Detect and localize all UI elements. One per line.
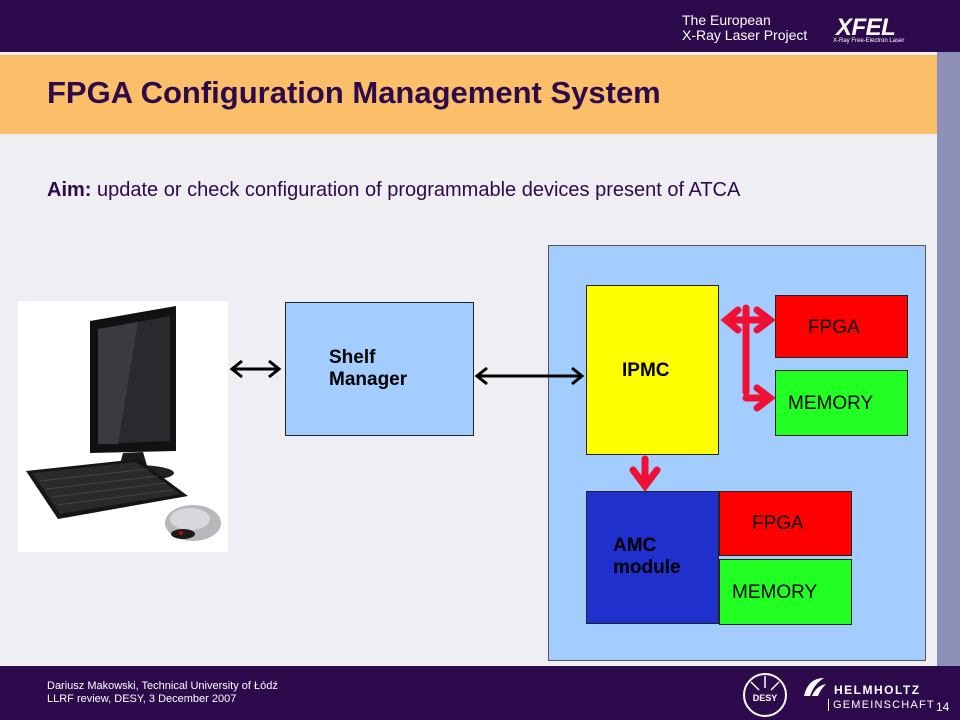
aim-statement: Aim: update or check configuration of pr…: [47, 179, 937, 202]
shelf-manager-label-line-2: Manager: [329, 369, 408, 390]
aim-text: update or check configuration of program…: [91, 179, 741, 201]
xfel-logo-subtext: X-Ray Free-Electron Laser: [833, 38, 905, 44]
memory-top-label: MEMORY: [788, 393, 874, 414]
arrow-computer-shelf: [229, 359, 282, 379]
title-band: [0, 55, 937, 134]
desy-logo-text: DESY: [753, 693, 778, 703]
helmholtz-logo-icon: [804, 678, 826, 696]
computer-image: [18, 301, 228, 552]
shelf-manager-label-line-1: Shelf: [329, 347, 376, 368]
memory-top-box: [775, 370, 908, 436]
amc-module-label-line-2: module: [613, 557, 681, 578]
gemeinschaft-logo-text: GEMEINSCHAFT: [828, 699, 935, 711]
xfel-logo: XFEL: [836, 14, 896, 41]
computer-icon: [26, 306, 221, 541]
slide-title: FPGA Configuration Management System: [47, 75, 661, 110]
footer-author: Dariusz Makowski, Technical University o…: [47, 680, 278, 692]
org-line-1: The European: [682, 12, 771, 28]
organization-name: The European X-Ray Laser Project: [682, 13, 807, 43]
amc-module-label: AMC module: [613, 535, 681, 579]
header-bar: [0, 0, 960, 52]
memory-bottom-box: [719, 559, 852, 625]
fpga-top-box: [775, 295, 908, 358]
fpga-top-label: FPGA: [808, 317, 860, 338]
footer-bar: [0, 666, 960, 720]
helmholtz-logo-text: HELMHOLTZ: [834, 683, 921, 697]
desy-logo-icon: DESY: [743, 673, 787, 717]
fpga-bottom-box: [719, 491, 852, 556]
fpga-bottom-label: FPGA: [752, 513, 804, 534]
shelf-manager-label: Shelf Manager: [329, 347, 407, 391]
shelf-manager-box: [285, 302, 474, 436]
right-sidebar-strip: [937, 52, 960, 666]
footer-event: LLRF review, DESY, 3 December 2007: [47, 693, 237, 705]
footer-credits: Dariusz Makowski, Technical University o…: [47, 680, 278, 706]
amc-module-label-line-1: AMC: [613, 535, 657, 556]
ipmc-box: [586, 285, 719, 455]
org-line-2: X-Ray Laser Project: [682, 27, 808, 43]
aim-label: Aim:: [47, 179, 92, 201]
amc-module-box: [586, 491, 719, 624]
page-number: 14: [936, 700, 950, 714]
memory-bottom-label: MEMORY: [732, 582, 818, 603]
ipmc-label: IPMC: [622, 360, 670, 381]
